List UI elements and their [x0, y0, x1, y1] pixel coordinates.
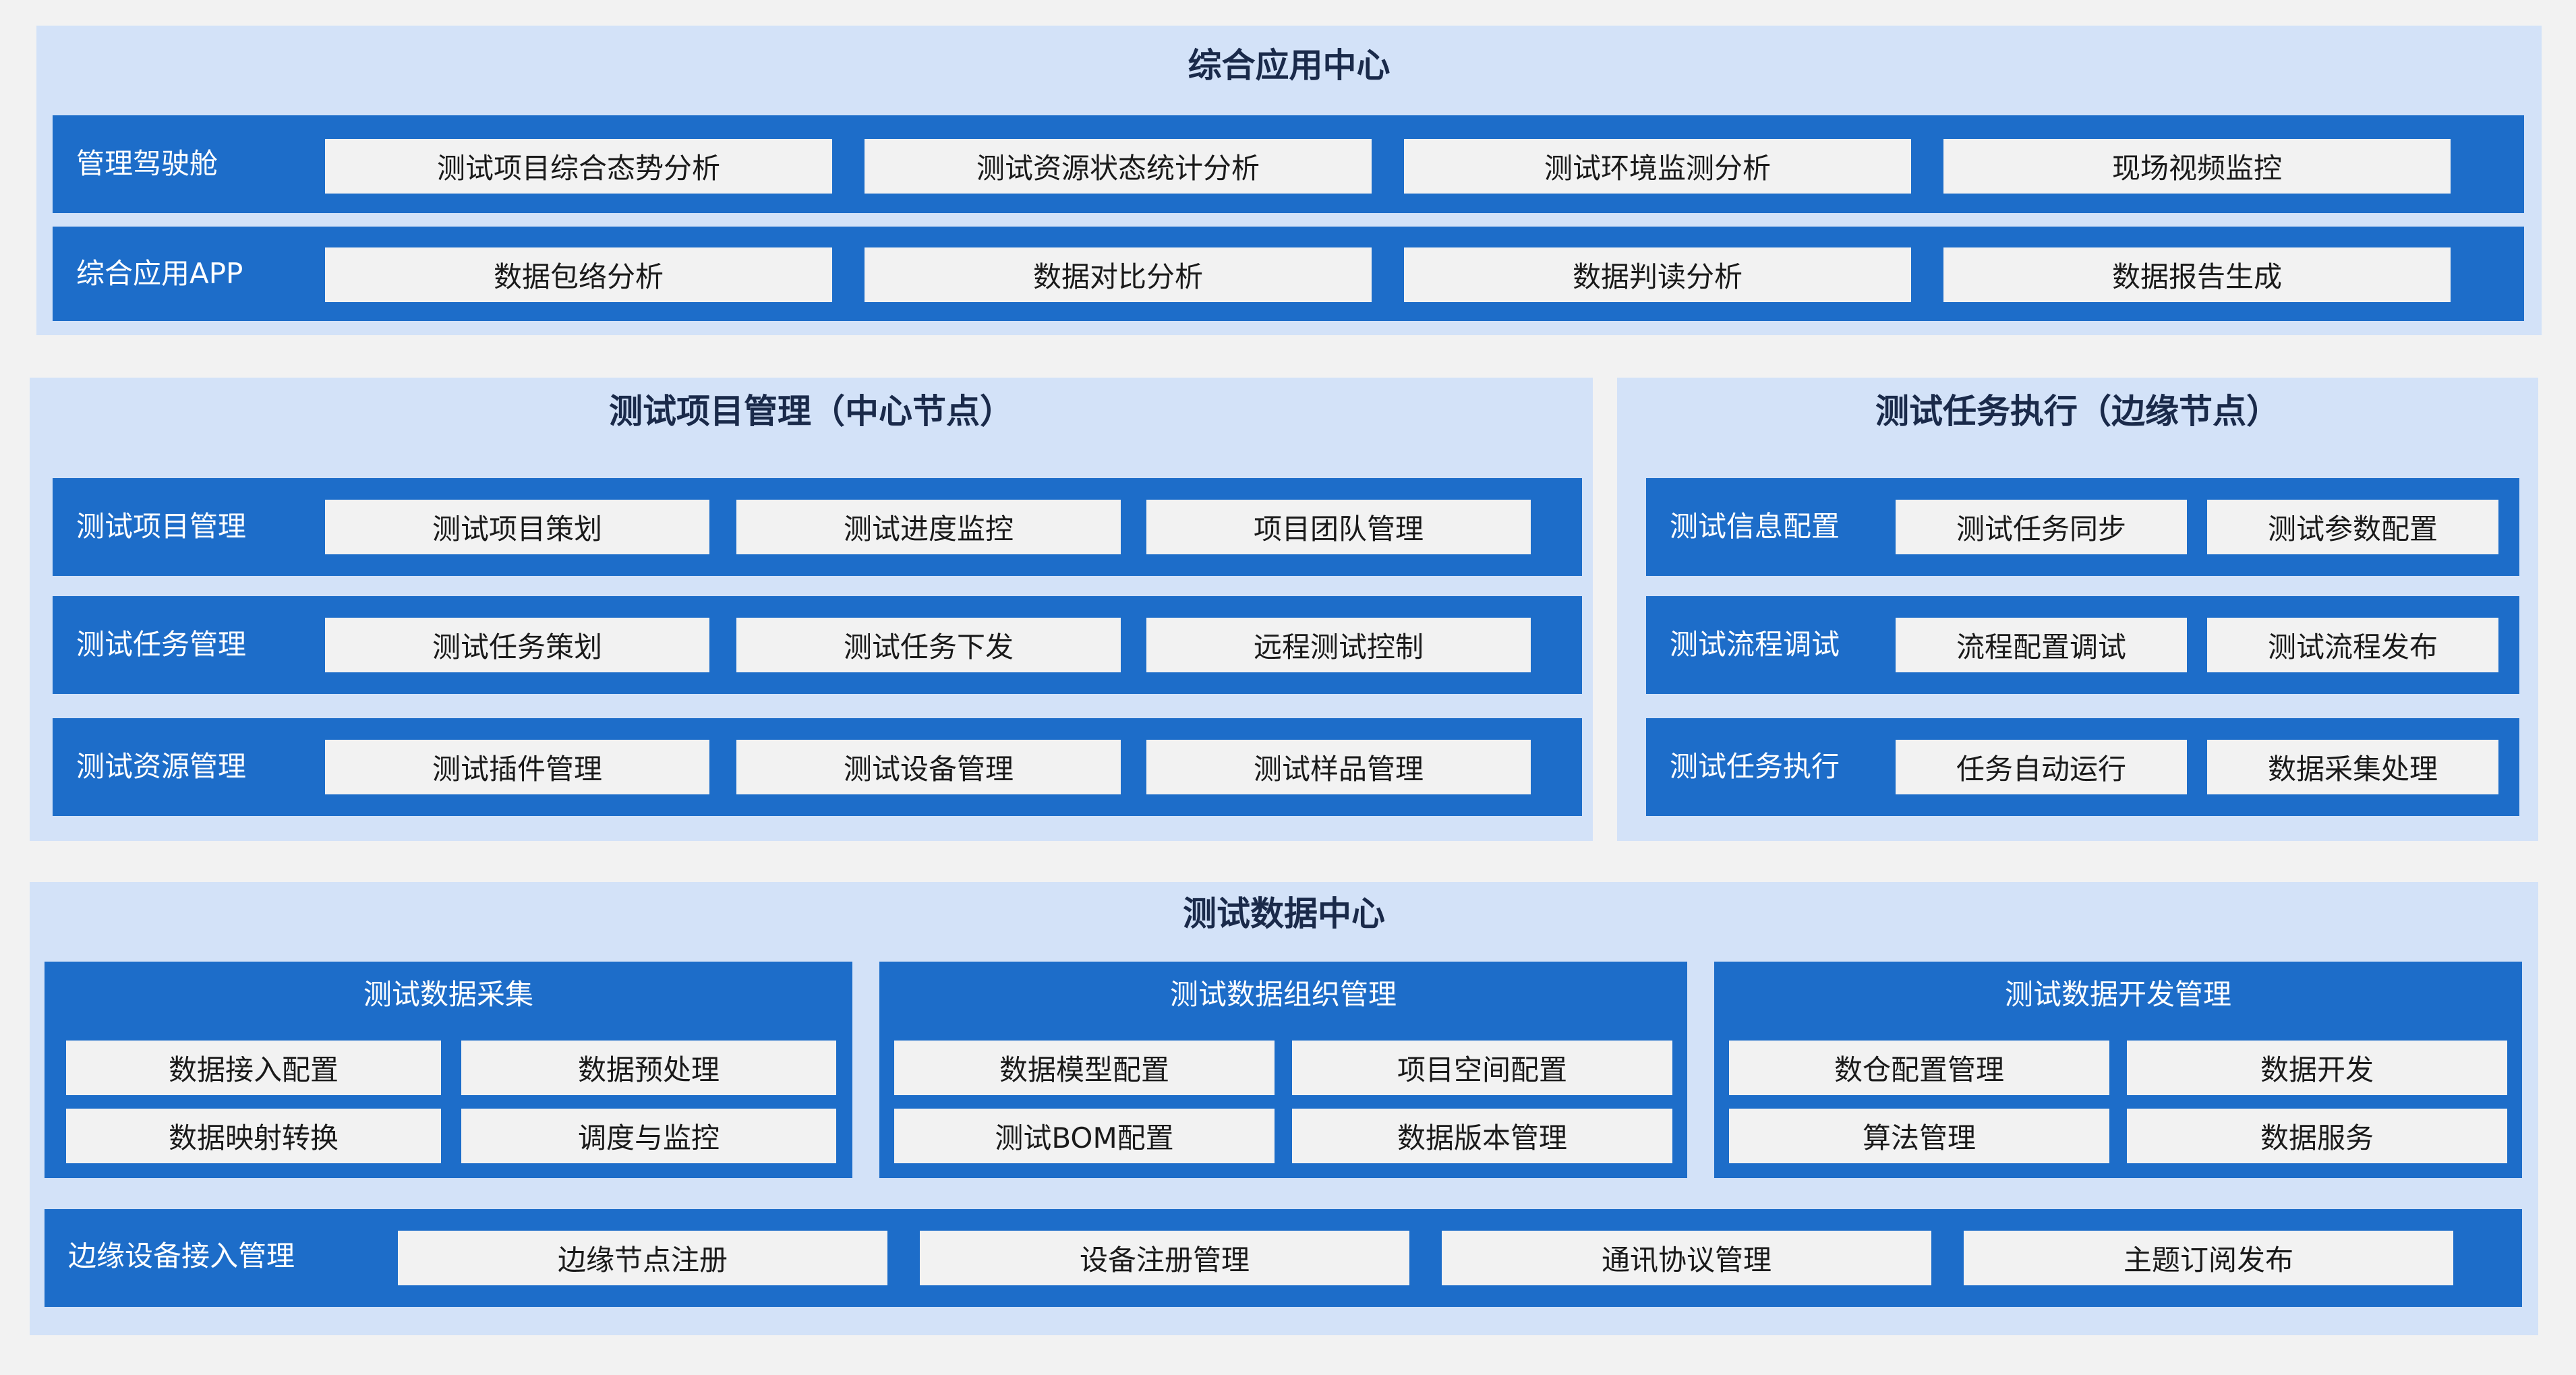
row-label: 测试任务管理 [76, 628, 247, 661]
module-box[interactable]: 数据模型配置 [894, 1041, 1275, 1095]
module-box[interactable]: 远程测试控制 [1146, 618, 1531, 672]
row-label: 测试任务执行 [1670, 750, 1840, 783]
module-box[interactable]: 测试插件管理 [325, 740, 709, 794]
task-exec-panel: 测试任务执行（边缘节点） 测试信息配置 测试任务同步 测试参数配置 测试流程调试… [1617, 378, 2538, 841]
module-box[interactable]: 数据包络分析 [325, 247, 832, 302]
project-row-projects: 测试项目管理 测试项目策划 测试进度监控 项目团队管理 [53, 478, 1582, 576]
module-box[interactable]: 测试流程发布 [2207, 618, 2498, 672]
app-center-title: 综合应用中心 [1188, 46, 1391, 85]
app-center-panel: 综合应用中心 管理驾驶舱 测试项目综合态势分析 测试资源状态统计分析 测试环境监… [36, 26, 2542, 335]
module-box[interactable]: 数仓配置管理 [1729, 1041, 2109, 1095]
module-box[interactable]: 测试任务策划 [325, 618, 709, 672]
module-box[interactable]: 数据报告生成 [1943, 247, 2451, 302]
module-box[interactable]: 测试任务同步 [1896, 500, 2187, 554]
exec-row-info-config: 测试信息配置 测试任务同步 测试参数配置 [1646, 478, 2519, 576]
module-box[interactable]: 项目团队管理 [1146, 500, 1531, 554]
row-label: 管理驾驶舱 [76, 147, 218, 180]
data-center-title: 测试数据中心 [1183, 894, 1385, 933]
row-label: 综合应用APP [76, 257, 243, 290]
module-box[interactable]: 测试环境监测分析 [1404, 139, 1911, 194]
row-label: 测试资源管理 [76, 750, 247, 783]
module-box[interactable]: 通讯协议管理 [1442, 1231, 1931, 1285]
module-box[interactable]: 测试样品管理 [1146, 740, 1531, 794]
data-group-development: 测试数据开发管理 数仓配置管理 数据开发 算法管理 数据服务 [1714, 962, 2522, 1178]
project-row-resources: 测试资源管理 测试插件管理 测试设备管理 测试样品管理 [53, 718, 1582, 816]
module-box[interactable]: 边缘节点注册 [398, 1231, 887, 1285]
module-box[interactable]: 数据对比分析 [865, 247, 1372, 302]
edge-device-access-row: 边缘设备接入管理 边缘节点注册 设备注册管理 通讯协议管理 主题订阅发布 [45, 1209, 2522, 1307]
module-box[interactable]: 数据判读分析 [1404, 247, 1911, 302]
module-box[interactable]: 测试进度监控 [736, 500, 1121, 554]
module-box[interactable]: 数据服务 [2127, 1109, 2507, 1163]
module-box[interactable]: 数据映射转换 [66, 1109, 441, 1163]
app-center-row-app: 综合应用APP 数据包络分析 数据对比分析 数据判读分析 数据报告生成 [53, 227, 2524, 321]
module-box[interactable]: 数据接入配置 [66, 1041, 441, 1095]
project-row-tasks: 测试任务管理 测试任务策划 测试任务下发 远程测试控制 [53, 596, 1582, 694]
group-title: 测试数据开发管理 [2004, 978, 2231, 1011]
project-mgmt-panel: 测试项目管理（中心节点） 测试项目管理 测试项目策划 测试进度监控 项目团队管理… [30, 378, 1593, 841]
module-box[interactable]: 数据版本管理 [1292, 1109, 1672, 1163]
app-center-row-cockpit: 管理驾驶舱 测试项目综合态势分析 测试资源状态统计分析 测试环境监测分析 现场视… [53, 115, 2524, 213]
module-box[interactable]: 调度与监控 [461, 1109, 836, 1163]
module-box[interactable]: 测试资源状态统计分析 [865, 139, 1372, 194]
module-box[interactable]: 算法管理 [1729, 1109, 2109, 1163]
module-box[interactable]: 设备注册管理 [920, 1231, 1409, 1285]
module-box[interactable]: 数据预处理 [461, 1041, 836, 1095]
module-box[interactable]: 测试任务下发 [736, 618, 1121, 672]
task-exec-title: 测试任务执行（边缘节点） [1875, 392, 2280, 431]
group-title: 测试数据组织管理 [1169, 978, 1397, 1011]
exec-row-task-exec: 测试任务执行 任务自动运行 数据采集处理 [1646, 718, 2519, 816]
module-box[interactable]: 主题订阅发布 [1964, 1231, 2453, 1285]
exec-row-flow-debug: 测试流程调试 流程配置调试 测试流程发布 [1646, 596, 2519, 694]
project-mgmt-title: 测试项目管理（中心节点） [609, 392, 1014, 431]
module-box[interactable]: 现场视频监控 [1943, 139, 2451, 194]
module-box[interactable]: 测试项目综合态势分析 [325, 139, 832, 194]
module-box[interactable]: 测试BOM配置 [894, 1109, 1275, 1163]
module-box[interactable]: 测试设备管理 [736, 740, 1121, 794]
module-box[interactable]: 流程配置调试 [1896, 618, 2187, 672]
row-label: 边缘设备接入管理 [68, 1239, 295, 1272]
row-label: 测试信息配置 [1670, 510, 1840, 543]
data-group-organization: 测试数据组织管理 数据模型配置 项目空间配置 测试BOM配置 数据版本管理 [879, 962, 1687, 1178]
row-label: 测试项目管理 [76, 510, 247, 543]
data-group-collection: 测试数据采集 数据接入配置 数据预处理 数据映射转换 调度与监控 [45, 962, 852, 1178]
module-box[interactable]: 项目空间配置 [1292, 1041, 1672, 1095]
module-box[interactable]: 数据开发 [2127, 1041, 2507, 1095]
module-box[interactable]: 测试项目策划 [325, 500, 709, 554]
module-box[interactable]: 测试参数配置 [2207, 500, 2498, 554]
row-label: 测试流程调试 [1670, 628, 1840, 661]
module-box[interactable]: 数据采集处理 [2207, 740, 2498, 794]
group-title: 测试数据采集 [363, 978, 533, 1011]
module-box[interactable]: 任务自动运行 [1896, 740, 2187, 794]
data-center-panel: 测试数据中心 测试数据采集 数据接入配置 数据预处理 数据映射转换 调度与监控 … [30, 882, 2538, 1335]
